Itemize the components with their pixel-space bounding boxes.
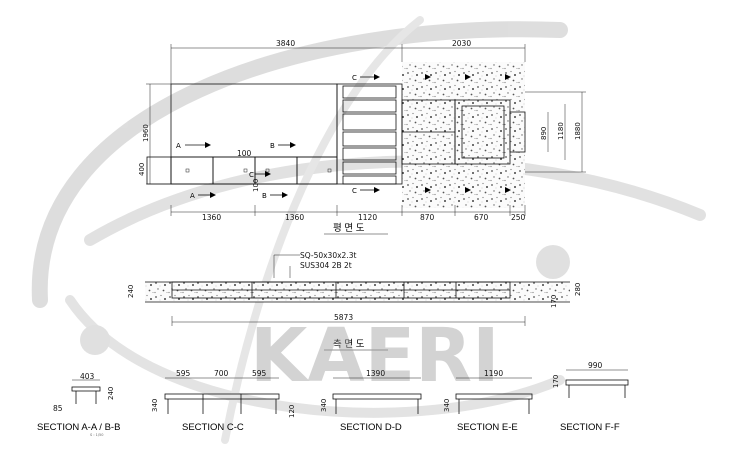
section-arrow-a-bottom: A xyxy=(190,192,216,200)
dim-2030: 2030 xyxy=(452,39,471,48)
section-aa-bb: 403 85 240 SECTION A-A / B-B S : 1/50 xyxy=(37,372,120,437)
svg-text:1390: 1390 xyxy=(366,369,385,378)
section-label-aa: SECTION A-A / B-B xyxy=(37,422,120,433)
flow-arrows xyxy=(425,74,511,193)
section-cc: 595 700 595 340 120 SECTION C-C xyxy=(151,369,296,433)
side-elevation: SQ-50x30x2.3t SUS304 2B 2t 240 280 170 5… xyxy=(127,251,582,351)
dim-3840: 3840 xyxy=(276,39,295,48)
elev-note-2: SUS304 2B 2t xyxy=(300,261,352,270)
section-label-ff: SECTION F-F xyxy=(560,422,620,433)
svg-text:C: C xyxy=(352,187,357,195)
svg-text:240: 240 xyxy=(127,285,135,298)
watermark-logo xyxy=(31,16,706,444)
svg-text:1190: 1190 xyxy=(484,369,503,378)
section-label-dd: SECTION D-D xyxy=(340,422,402,433)
section-label-cc: SECTION C-C xyxy=(182,422,244,433)
svg-text:170: 170 xyxy=(552,375,560,388)
section-arrow-c-top: C xyxy=(352,74,380,82)
svg-text:S : 1/50: S : 1/50 xyxy=(90,433,104,437)
section-label-ee: SECTION E-E xyxy=(457,422,518,433)
elevation-title: 측 면 도 xyxy=(333,339,365,350)
svg-text:403: 403 xyxy=(80,372,95,381)
ground-gravel xyxy=(145,282,570,302)
svg-text:100: 100 xyxy=(237,149,252,158)
svg-text:120: 120 xyxy=(288,405,296,418)
svg-text:280: 280 xyxy=(574,283,582,296)
plan-dims-top: 3840 2030 xyxy=(170,39,526,84)
svg-text:A: A xyxy=(176,142,181,150)
svg-text:1960: 1960 xyxy=(142,124,150,142)
svg-text:990: 990 xyxy=(588,361,603,370)
svg-text:595: 595 xyxy=(252,369,267,378)
svg-text:1880: 1880 xyxy=(574,122,582,140)
svg-text:595: 595 xyxy=(176,369,191,378)
svg-text:400: 400 xyxy=(138,163,146,176)
svg-text:700: 700 xyxy=(214,369,229,378)
svg-text:340: 340 xyxy=(443,399,451,412)
svg-text:340: 340 xyxy=(151,399,159,412)
svg-text:870: 870 xyxy=(420,213,435,222)
section-ee: 1190 340 SECTION E-E xyxy=(443,369,533,433)
section-arrow-b-bottom: B xyxy=(262,192,288,200)
svg-text:1120: 1120 xyxy=(358,213,377,222)
plan-title: 평 면 도 xyxy=(333,223,365,234)
svg-text:1360: 1360 xyxy=(285,213,304,222)
plan-dims-right: 890 1180 1880 xyxy=(525,91,586,173)
section-arrow-c-mid: C xyxy=(249,171,271,179)
section-ff: 990 170 SECTION F-F xyxy=(552,361,629,433)
section-arrow-c-bottom: C xyxy=(352,187,380,195)
svg-text:C: C xyxy=(249,171,254,179)
section-dd: 1390 340 SECTION D-D xyxy=(320,369,422,433)
plan-dims-bottom: 1360 1360 1120 870 670 250 xyxy=(170,205,526,222)
plan-dims-left: 1960 400 100 100 xyxy=(138,83,260,192)
watermark-text: KAERI xyxy=(250,313,500,399)
elev-note-1: SQ-50x30x2.3t xyxy=(300,251,356,260)
svg-text:170: 170 xyxy=(550,295,558,308)
svg-text:890: 890 xyxy=(540,127,548,140)
svg-text:670: 670 xyxy=(474,213,489,222)
svg-text:85: 85 xyxy=(53,404,63,413)
svg-text:1360: 1360 xyxy=(202,213,221,222)
svg-text:A: A xyxy=(190,192,195,200)
plan-view: A B C C A B C xyxy=(138,39,586,235)
svg-text:100: 100 xyxy=(252,179,260,192)
section-arrow-a-top: A xyxy=(176,142,211,150)
gravel-zone xyxy=(402,62,525,208)
svg-text:C: C xyxy=(352,74,357,82)
svg-text:1180: 1180 xyxy=(557,122,565,140)
svg-text:250: 250 xyxy=(511,213,526,222)
dim-5873: 5873 xyxy=(334,313,353,322)
svg-text:B: B xyxy=(270,142,275,150)
svg-text:240: 240 xyxy=(107,387,115,400)
section-arrow-b-top: B xyxy=(270,142,296,150)
svg-text:B: B xyxy=(262,192,267,200)
svg-text:340: 340 xyxy=(320,399,328,412)
